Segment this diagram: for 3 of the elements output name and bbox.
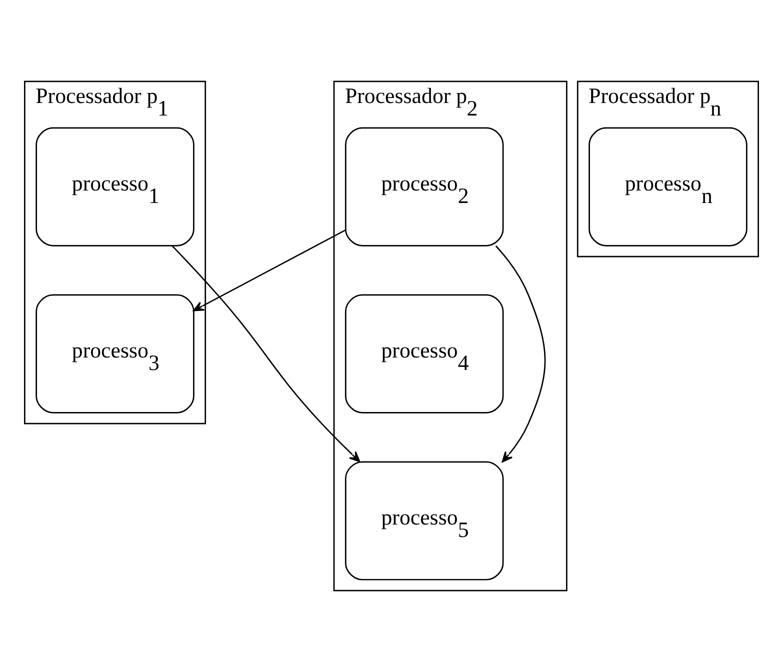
- arrow: [193, 228, 346, 311]
- arrow: [172, 245, 360, 462]
- arrow: [495, 244, 546, 462]
